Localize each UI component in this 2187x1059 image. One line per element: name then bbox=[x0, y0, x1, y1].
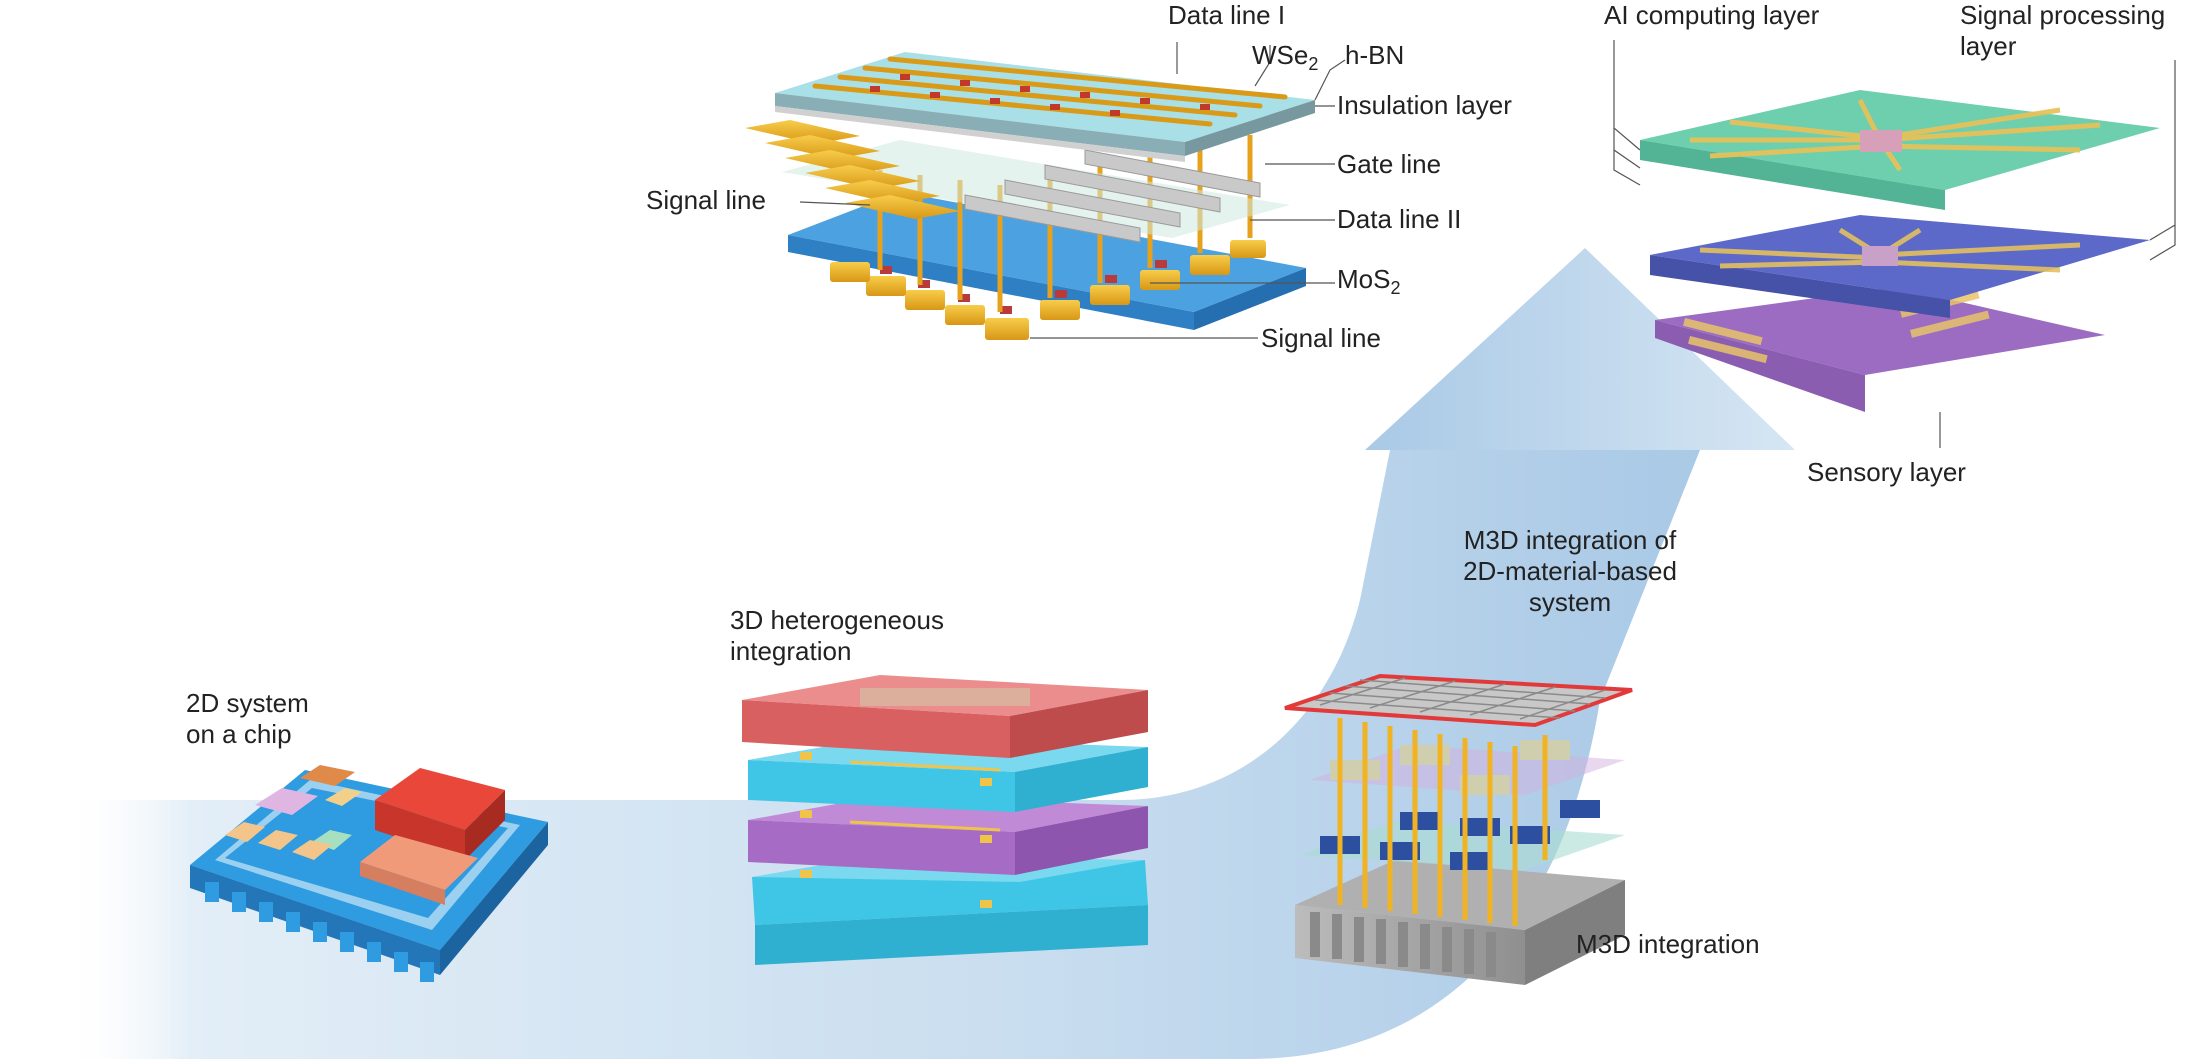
label-mos2: MoS2 bbox=[1337, 264, 1401, 298]
label-wse2-subscript: 2 bbox=[1308, 54, 1319, 74]
label-3d-heterogeneous-line1: 3D heterogeneous bbox=[730, 605, 944, 635]
label-2d-soc-line2: on a chip bbox=[186, 719, 292, 749]
label-data-line-1: Data line I bbox=[1168, 0, 1286, 30]
label-sensory-layer: Sensory layer bbox=[1807, 457, 1966, 487]
leader-lines-crossbar bbox=[799, 42, 1346, 339]
leader-lines-multilayer bbox=[1613, 40, 2176, 448]
label-ai-computing-layer: AI computing layer bbox=[1604, 0, 1820, 30]
crossbar-stack-illustration bbox=[745, 52, 1315, 340]
label-gate-line: Gate line bbox=[1337, 149, 1442, 179]
label-wse2-base: WSe bbox=[1252, 40, 1309, 70]
multilayer-system-illustration bbox=[1640, 90, 2160, 412]
label-signal-processing-line1: Signal processing bbox=[1960, 0, 2166, 30]
3d-heterogeneous-stack-illustration bbox=[742, 675, 1148, 965]
label-insulation-layer: Insulation layer bbox=[1337, 90, 1512, 120]
label-signal-processing-line2: layer bbox=[1960, 31, 2017, 61]
label-hbn: h-BN bbox=[1345, 40, 1405, 70]
label-2d-soc: 2D system on a chip bbox=[186, 688, 309, 750]
label-m3d-system-line3: system bbox=[1528, 587, 1612, 617]
label-3d-heterogeneous-line2: integration bbox=[730, 636, 852, 666]
label-2d-soc-line1: 2D system bbox=[186, 688, 309, 718]
m3d-integration-stack-illustration bbox=[1284, 673, 1633, 985]
label-m3d-system-line1: M3D integration of bbox=[1463, 525, 1677, 555]
label-m3d-system: M3D integration of 2D-material-based sys… bbox=[1440, 525, 1700, 618]
label-mos2-subscript: 2 bbox=[1390, 278, 1401, 298]
label-wse2: WSe2 bbox=[1252, 40, 1319, 74]
label-signal-line-bottom: Signal line bbox=[1261, 323, 1381, 353]
label-signal-processing-layer: Signal processing layer bbox=[1960, 0, 2180, 62]
label-3d-heterogeneous: 3D heterogeneous integration bbox=[730, 605, 944, 667]
label-m3d-integration: M3D integration bbox=[1576, 929, 1760, 959]
label-m3d-system-line2: 2D-material-based bbox=[1463, 556, 1677, 586]
label-data-line-2: Data line II bbox=[1337, 204, 1462, 234]
2d-soc-chip-illustration bbox=[190, 765, 548, 982]
label-mos2-base: MoS bbox=[1337, 264, 1391, 294]
label-signal-line-left: Signal line bbox=[646, 185, 766, 215]
